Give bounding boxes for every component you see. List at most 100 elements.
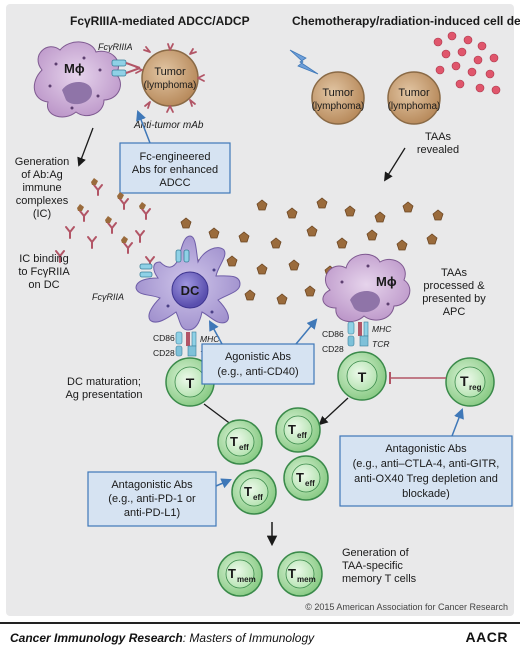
ic-binding-text: IC binding to FcγRIIA on DC: [18, 253, 70, 291]
fcgr2a-label: FcγRIIA: [92, 292, 124, 302]
svg-text:ADCC: ADCC: [159, 177, 190, 189]
macrophage-label: Mϕ: [64, 61, 85, 76]
svg-text:Tumor: Tumor: [322, 87, 354, 99]
taas-revealed-line2: revealed: [417, 144, 459, 156]
svg-text:to FcγRIIA: to FcγRIIA: [18, 266, 70, 278]
svg-text:(lymphoma): (lymphoma): [312, 101, 365, 112]
svg-text:T: T: [230, 434, 238, 449]
svg-text:anti-OX40 Treg depletion and: anti-OX40 Treg depletion and: [354, 473, 498, 485]
svg-text:Fc-engineered: Fc-engineered: [140, 151, 211, 163]
cd86-label-apc: CD86: [322, 329, 344, 339]
svg-text:eff: eff: [239, 443, 249, 452]
svg-text:memory T cells: memory T cells: [342, 573, 417, 585]
svg-text:reg: reg: [469, 383, 482, 392]
taas-revealed-line1: TAAs: [425, 131, 452, 143]
teff-cell-3: T eff: [231, 469, 277, 515]
fc-engineered-box: Fc-engineered Abs for enhanced ADCC: [119, 142, 231, 194]
svg-text:TAAs: TAAs: [441, 267, 468, 279]
svg-text:T: T: [288, 422, 296, 437]
svg-text:(lymphoma): (lymphoma): [388, 101, 441, 112]
footer-series: : Masters of Immunology: [182, 631, 315, 645]
svg-text:Antagonistic Abs: Antagonistic Abs: [111, 479, 193, 491]
tumor-sublabel-left: (lymphoma): [144, 80, 197, 91]
macrophage-apc-label: Mϕ: [376, 274, 397, 289]
fcgr2a-receptor: [139, 249, 190, 278]
dc-maturation-line1: DC maturation;: [67, 376, 141, 388]
right-panel-title: Chemotherapy/radiation-induced cell deat…: [292, 14, 520, 28]
svg-text:of Ab:Ag: of Ab:Ag: [21, 169, 63, 181]
cd86-label-dc: CD86: [153, 333, 175, 343]
macrophage-apc: Mϕ: [322, 253, 411, 323]
svg-text:T: T: [296, 470, 304, 485]
svg-text:Antagonistic Abs: Antagonistic Abs: [385, 443, 467, 455]
anti-tumor-mab-label: Anti-tumor mAb: [133, 120, 204, 131]
svg-text:T: T: [288, 566, 296, 581]
generation-memory-text: Generation of TAA-specific memory T cell…: [342, 547, 417, 585]
cd28-label-apc: CD28: [322, 344, 344, 354]
teff-cell-1: T eff: [217, 419, 263, 465]
dc-synapse: [175, 331, 197, 357]
left-panel-title: FcγRIIIA-mediated ADCC/ADCP: [70, 14, 250, 28]
macrophage-nucleus: [62, 81, 92, 105]
treg-inhibition: [389, 372, 446, 384]
dendritic-cell: DC: [135, 235, 241, 331]
t-to-teff-arrow-right: [318, 397, 349, 426]
svg-text:(e.g., anti–CTLA-4, anti-GITR,: (e.g., anti–CTLA-4, anti-GITR,: [353, 458, 500, 470]
fc-box-arrow: [136, 110, 151, 144]
apc-synapse: [347, 321, 369, 347]
taas-processed-text: TAAs processed & presented by APC: [422, 267, 486, 318]
svg-text:mem: mem: [237, 575, 256, 584]
svg-text:T: T: [186, 375, 195, 391]
tcr-label-apc: TCR: [372, 339, 389, 349]
dead-cell-fragments: [433, 31, 501, 95]
svg-text:mem: mem: [297, 575, 316, 584]
svg-text:Tumor: Tumor: [398, 87, 430, 99]
svg-text:on DC: on DC: [28, 279, 59, 291]
tmem-cell-1: T mem: [217, 551, 263, 597]
svg-text:Generation: Generation: [15, 156, 69, 168]
svg-text:(e.g., anti-CD40): (e.g., anti-CD40): [217, 366, 298, 378]
macrophage-top-left: Mϕ: [33, 41, 121, 118]
svg-text:TAA-specific: TAA-specific: [342, 560, 403, 572]
fcgr3a-label: FcγRIIIA: [98, 42, 133, 52]
copyright-text: © 2015 American Association for Cancer R…: [305, 602, 508, 612]
footer-journal: Cancer Immunology Research: [10, 631, 183, 645]
adcc-to-ic-arrow: [77, 127, 94, 167]
svg-text:eff: eff: [297, 431, 307, 440]
dc-label: DC: [181, 283, 200, 298]
teff-cell-2: T eff: [275, 407, 321, 453]
lightning-icon: [289, 49, 319, 75]
mhc-label-dc: MHC: [200, 334, 220, 344]
tumor-cell-right-2: Tumor (lymphoma): [387, 71, 441, 125]
tumor-cell-right-1: Tumor (lymphoma): [311, 71, 365, 125]
cd28-label-dc: CD28: [153, 348, 175, 358]
svg-text:presented by: presented by: [422, 293, 486, 305]
svg-text:IC binding: IC binding: [19, 253, 69, 265]
treg-cell: T reg: [445, 357, 495, 407]
tumor-cell-left: Tumor (lymphoma): [135, 43, 205, 113]
svg-text:Generation of: Generation of: [342, 547, 410, 559]
svg-text:APC: APC: [443, 306, 466, 318]
antag-left-arrow: [215, 478, 232, 489]
generation-ic-text: Generation of Ab:Ag immune complexes (IC…: [15, 156, 69, 220]
svg-text:(IC): (IC): [33, 208, 51, 220]
tmem-cell-2: T mem: [277, 551, 323, 597]
svg-text:T: T: [358, 369, 367, 385]
svg-text:blockade): blockade): [402, 488, 450, 500]
mhc-label-apc: MHC: [372, 324, 392, 334]
svg-text:complexes: complexes: [16, 195, 69, 207]
taas-arrow: [384, 147, 406, 182]
svg-text:(e.g., anti-PD-1 or: (e.g., anti-PD-1 or: [108, 493, 196, 505]
agonistic-arrow-left: [208, 320, 223, 345]
svg-text:T: T: [244, 484, 252, 499]
dc-maturation-line2: Ag presentation: [65, 389, 142, 401]
t-cell-apc: T: [337, 351, 387, 401]
antag-right-arrow: [451, 408, 464, 437]
svg-text:Agonistic Abs: Agonistic Abs: [225, 351, 292, 363]
antagonistic-abs-right-box: Antagonistic Abs (e.g., anti–CTLA-4, ant…: [339, 435, 513, 507]
svg-text:T: T: [460, 373, 469, 389]
aacr-logo: AACR: [465, 629, 508, 645]
svg-text:eff: eff: [253, 493, 263, 502]
svg-text:anti-PD-L1): anti-PD-L1): [124, 507, 180, 519]
